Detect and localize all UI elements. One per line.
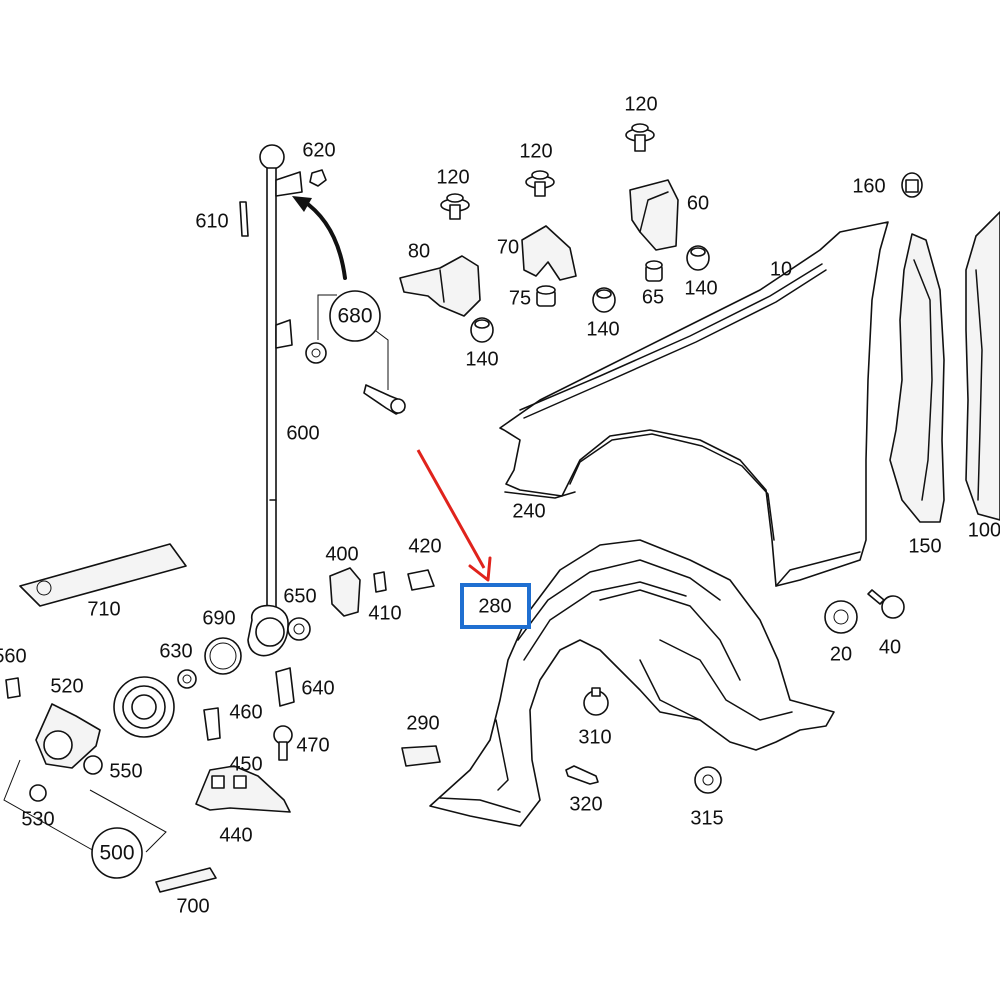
label-530: 530 (21, 808, 54, 830)
part-lock-cylinder (113, 676, 175, 738)
part-120-b (525, 170, 555, 197)
label-700: 700 (176, 895, 209, 917)
part-410 (373, 571, 387, 593)
label-120-c: 120 (436, 166, 469, 188)
part-280-wheel-liner (429, 539, 835, 827)
label-450: 450 (229, 753, 262, 775)
part-680-group (305, 294, 406, 415)
part-690 (204, 637, 242, 675)
label-40: 40 (879, 636, 901, 658)
part-70-bracket (521, 225, 577, 281)
label-290: 290 (406, 712, 439, 734)
part-60-bracket (629, 179, 679, 251)
label-600: 600 (286, 422, 319, 444)
label-400: 400 (325, 543, 358, 565)
part-610 (239, 201, 249, 237)
label-65: 65 (642, 286, 664, 308)
part-120-a (625, 123, 655, 152)
motion-arrow (300, 198, 347, 280)
label-20: 20 (830, 643, 852, 665)
motion-arrow-head (292, 196, 312, 212)
part-560 (5, 677, 21, 699)
part-440-bracket (195, 765, 291, 813)
part-20-nut (824, 600, 858, 634)
label-70: 70 (497, 236, 519, 258)
part-75 (536, 285, 556, 307)
label-500: 500 (99, 842, 134, 865)
part-140-c (686, 245, 710, 271)
part-470 (273, 725, 293, 761)
part-1000-panel (965, 211, 1000, 521)
part-530 (29, 784, 47, 802)
part-700-pad (155, 867, 217, 893)
label-80: 80 (408, 240, 430, 262)
part-420 (407, 569, 435, 591)
label-10: 10 (770, 258, 792, 280)
part-640 (275, 667, 295, 707)
label-460: 460 (229, 701, 262, 723)
part-710-strip (19, 543, 187, 607)
part-500-group (3, 759, 167, 853)
label-140-a: 140 (465, 348, 498, 370)
part-550 (83, 755, 103, 775)
label-470: 470 (296, 734, 329, 756)
label-640: 640 (301, 677, 334, 699)
label-315: 315 (690, 807, 723, 829)
part-400 (329, 567, 361, 617)
label-680: 680 (337, 305, 372, 328)
part-520-lock (35, 703, 101, 769)
part-120-c (440, 193, 470, 220)
label-1000: 1000 (968, 519, 1000, 541)
part-600-prop-rod (247, 144, 303, 657)
label-560: 560 (0, 645, 27, 667)
label-410: 410 (368, 602, 401, 624)
label-120-a: 120 (624, 93, 657, 115)
part-80-bracket (399, 255, 481, 317)
label-440: 440 (219, 824, 252, 846)
part-315 (694, 766, 722, 794)
part-460 (203, 707, 221, 741)
label-550: 550 (109, 760, 142, 782)
label-520: 520 (50, 675, 83, 697)
label-680-circle (329, 290, 381, 342)
callout-arrow (416, 449, 492, 582)
label-500-circle (91, 827, 143, 879)
part-140-a (470, 317, 494, 343)
label-420: 420 (408, 535, 441, 557)
part-160-bolt (901, 172, 923, 198)
part-10-fender (499, 221, 889, 587)
label-150: 150 (908, 535, 941, 557)
part-240-strip (504, 491, 576, 499)
label-60: 60 (687, 192, 709, 214)
label-160: 160 (852, 175, 885, 197)
part-150-seal (889, 233, 945, 523)
part-40-bolt (867, 589, 905, 619)
label-710: 710 (87, 598, 120, 620)
part-630 (177, 669, 197, 689)
part-140-b (592, 287, 616, 313)
label-240: 240 (512, 500, 545, 522)
label-310: 310 (578, 726, 611, 748)
label-320: 320 (569, 793, 602, 815)
part-620 (309, 169, 327, 187)
part-650 (287, 617, 311, 641)
label-140-b: 140 (586, 318, 619, 340)
label-650: 650 (283, 585, 316, 607)
part-320 (565, 765, 599, 785)
highlight-280[interactable]: 280 (460, 583, 531, 629)
part-310 (583, 687, 609, 716)
label-620: 620 (302, 139, 335, 161)
label-75: 75 (509, 287, 531, 309)
label-610: 610 (195, 210, 228, 232)
part-65 (645, 260, 663, 282)
label-630: 630 (159, 640, 192, 662)
part-290-clip (401, 745, 441, 767)
label-140-c: 140 (684, 277, 717, 299)
label-280: 280 (478, 595, 511, 617)
label-690: 690 (202, 607, 235, 629)
label-120-b: 120 (519, 140, 552, 162)
